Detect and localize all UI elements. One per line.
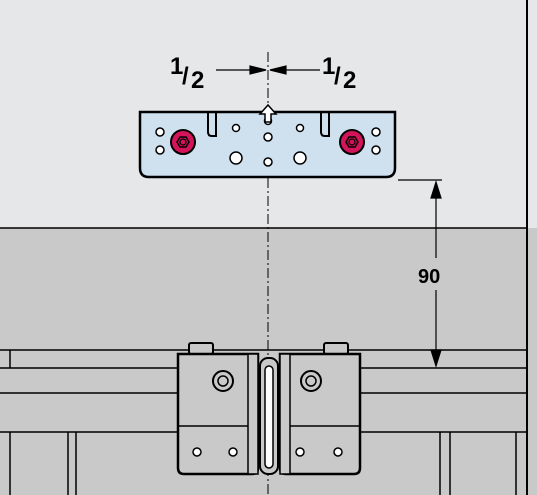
left-bolt bbox=[170, 129, 196, 155]
left-top-nut bbox=[188, 342, 214, 355]
right-half-numerator: 1 bbox=[322, 53, 335, 80]
hinge-assembly bbox=[176, 342, 362, 476]
right-bolt bbox=[339, 129, 365, 155]
right-half-label: 1 / 2 bbox=[322, 53, 356, 94]
right-half-slash: / bbox=[334, 63, 341, 90]
right-half-denominator: 2 bbox=[343, 67, 356, 94]
plate-holes bbox=[155, 116, 381, 167]
vertical-dimension-label: 90 bbox=[418, 266, 440, 288]
left-half-slash: / bbox=[182, 63, 189, 90]
right-hinge-screw bbox=[300, 370, 322, 392]
left-half-numerator: 1 bbox=[170, 53, 183, 80]
left-half-denominator: 2 bbox=[191, 67, 204, 94]
vertical-dimension bbox=[398, 179, 442, 369]
right-top-nut bbox=[323, 342, 349, 355]
left-half-label: 1 / 2 bbox=[170, 53, 204, 94]
up-arrow-icon bbox=[258, 103, 278, 123]
half-dimension-arrows bbox=[216, 65, 320, 75]
right-hinge-plate bbox=[278, 352, 362, 476]
mounting-plate bbox=[138, 103, 397, 179]
left-hinge-screw bbox=[212, 370, 234, 392]
